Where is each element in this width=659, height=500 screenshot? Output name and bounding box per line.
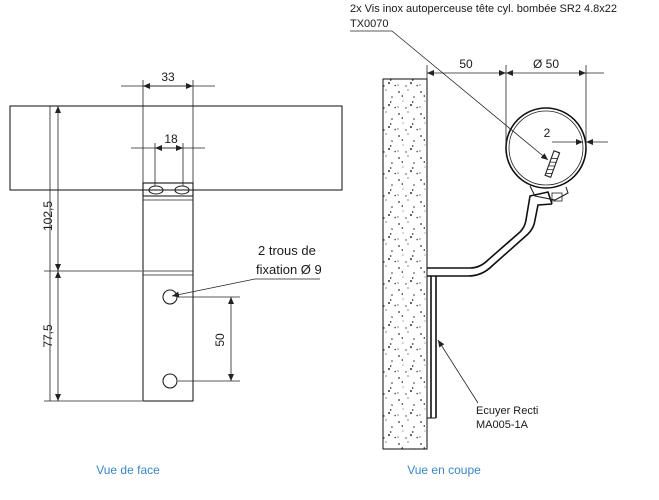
front-bracket-top [142, 182, 194, 197]
dim-18-label: 18 [164, 132, 178, 146]
caption-section-view: Vue en coupe [407, 463, 481, 477]
dim-offset-label: 50 [459, 57, 473, 71]
dim-77-5-label: 77,5 [41, 324, 55, 348]
section-view: 50 Ø 50 2 2x Vis inox autoperceuse tête … [350, 3, 617, 477]
dim-hole-spacing-label: 50 [213, 333, 227, 347]
dim-33-label: 33 [161, 70, 175, 84]
handrail-tube-inner [508, 110, 584, 186]
concrete-wall [382, 78, 428, 450]
note-screws-line2: TX0070 [350, 18, 389, 30]
note-screws-line1: 2x Vis inox autoperceuse tête cyl. bombé… [350, 3, 617, 15]
note-bracket-line1: Ecuyer Recti [476, 405, 538, 417]
note-holes-line1: 2 trous de [258, 243, 316, 258]
note-holes-line2: fixation Ø 9 [256, 262, 322, 277]
caption-front-view: Vue de face [96, 463, 160, 477]
dim-gap-label: 2 [544, 126, 551, 140]
front-view: 33 18 102,5 77,5 50 2 trous de fixation … [9, 70, 343, 477]
saddle-screw [551, 192, 563, 202]
front-bracket-plate [142, 182, 194, 402]
bracket-profile [427, 191, 553, 277]
dim-102-5-label: 102,5 [41, 201, 55, 231]
screw-head-left [148, 185, 164, 195]
dim-diameter-label: Ø 50 [533, 57, 559, 71]
note-bracket-line2: MA005-1A [476, 419, 529, 431]
fixing-hole-top [162, 289, 178, 305]
fixing-hole-bottom [162, 373, 178, 389]
screw-in-tube [544, 150, 561, 179]
screw-head-right [174, 185, 190, 195]
front-beam [9, 105, 343, 191]
